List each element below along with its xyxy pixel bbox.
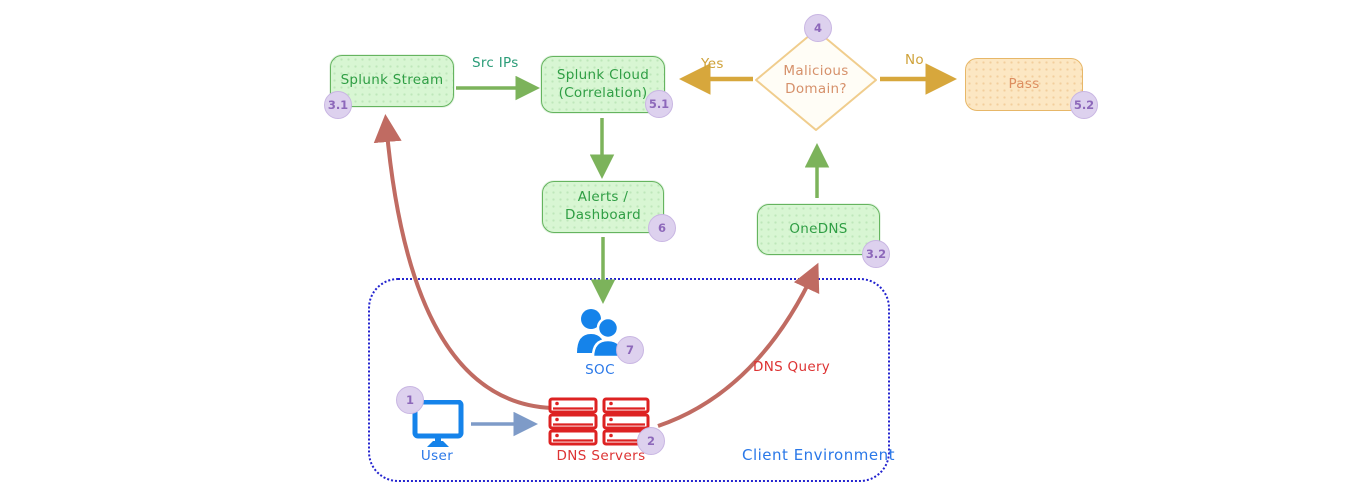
node-splunk-cloud: Splunk Cloud (Correlation) bbox=[541, 56, 665, 113]
edge-label-no: No bbox=[905, 52, 924, 68]
alerts-label-line1: Alerts / bbox=[577, 189, 629, 206]
splunk-cloud-label-line1: Splunk Cloud bbox=[556, 66, 650, 83]
diamond-shape-icon bbox=[755, 29, 877, 131]
client-environment-container bbox=[368, 278, 890, 482]
soc-label: SOC bbox=[585, 362, 615, 378]
badge-5-2: 5.2 bbox=[1070, 91, 1098, 119]
user-label: User bbox=[420, 448, 454, 464]
node-alerts-dashboard: Alerts / Dashboard bbox=[542, 181, 664, 233]
edge-label-dns-query: DNS Query bbox=[753, 359, 831, 375]
soc-people-icon bbox=[574, 306, 626, 359]
client-environment-label: Client Environment bbox=[742, 446, 895, 464]
alerts-label-line2: Dashboard bbox=[565, 207, 641, 223]
badge-5-1: 5.1 bbox=[645, 90, 673, 118]
badge-3-2: 3.2 bbox=[862, 240, 890, 268]
badge-1: 1 bbox=[396, 386, 424, 414]
badge-4: 4 bbox=[804, 14, 832, 42]
dns-servers-icon bbox=[548, 397, 650, 446]
pass-label: Pass bbox=[1008, 75, 1040, 92]
node-pass: Pass bbox=[965, 58, 1083, 111]
node-malicious-domain: Malicious Domain? bbox=[754, 28, 878, 132]
badge-2: 2 bbox=[637, 427, 665, 455]
onedns-label: OneDNS bbox=[789, 220, 848, 237]
edge-label-src-ips: Src IPs bbox=[472, 55, 519, 71]
malicious-domain-label-line2: Domain? bbox=[785, 81, 847, 97]
malicious-domain-label-line1: Malicious bbox=[783, 62, 849, 79]
node-onedns: OneDNS bbox=[757, 204, 880, 255]
dns-servers-label: DNS Servers bbox=[556, 448, 646, 464]
badge-7: 7 bbox=[616, 336, 644, 364]
splunk-cloud-label-line2: (Correlation) bbox=[558, 84, 648, 101]
splunk-stream-label: Splunk Stream bbox=[340, 72, 444, 89]
badge-3-1: 3.1 bbox=[324, 91, 352, 119]
badge-6: 6 bbox=[648, 214, 676, 242]
edge-label-yes: Yes bbox=[701, 56, 724, 72]
